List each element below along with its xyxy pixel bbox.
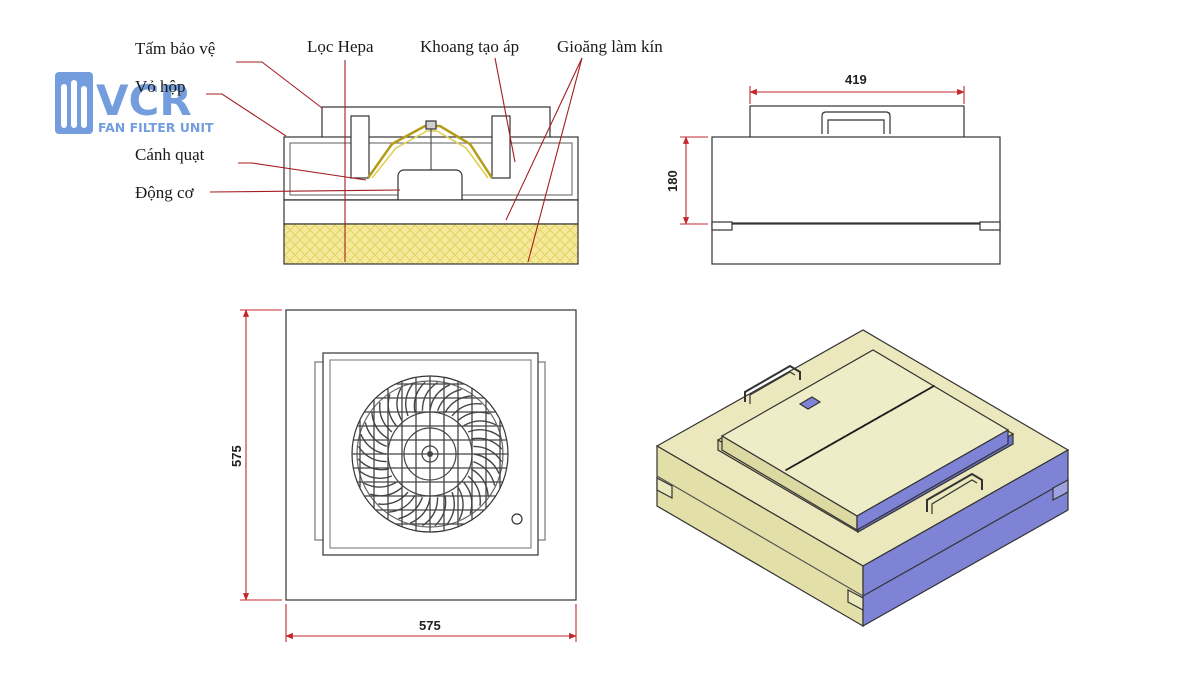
label-housing: Vỏ hộp [135,77,186,96]
dimension-top-height: 575 [229,445,244,467]
logo-tagline: FAN FILTER UNIT [98,120,214,135]
label-pressure-chamber: Khoang tạo áp [420,37,519,56]
dimension-top-width: 575 [419,618,441,633]
label-hepa-filter: Lọc Hepa [307,37,374,56]
label-protective-plate: Tấm bảo vệ [135,39,215,58]
label-sealing-gasket: Gioăng làm kín [557,37,663,56]
logo-letters: VCR [96,76,192,125]
iso-grille [785,384,935,472]
isometric-view [655,329,1070,628]
label-fan-blade: Cánh quạt [135,145,205,164]
wrench-icon [55,72,93,134]
section-view [283,106,579,265]
section-leaders [206,57,583,263]
side-view [711,105,1001,265]
label-motor: Động cơ [135,183,195,202]
dimension-side-height: 180 [665,170,680,192]
side-dimensions [680,86,965,225]
top-view [285,309,577,601]
fan-guard-grid [352,376,508,532]
dimension-side-width: 419 [845,72,867,87]
top-dimensions [240,309,577,642]
vcr-logo: VCR FAN FILTER UNIT [55,72,214,135]
